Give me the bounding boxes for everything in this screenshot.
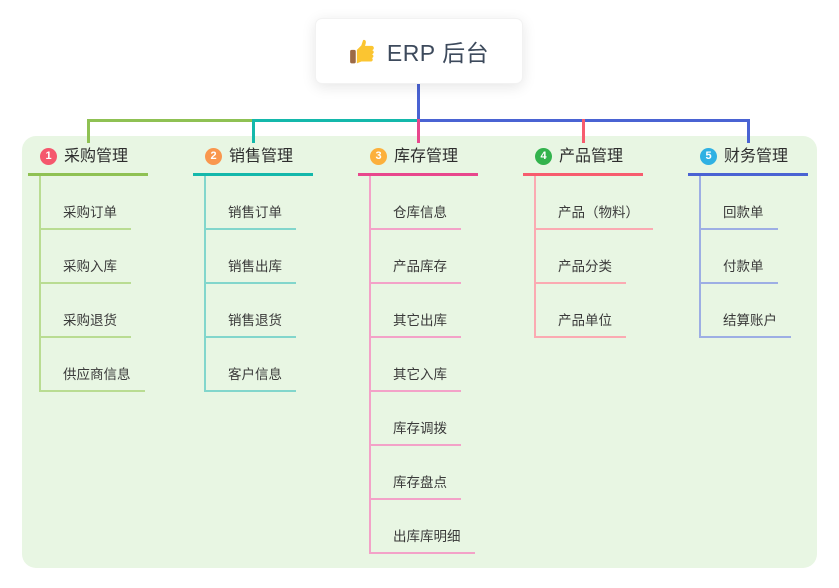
branch-header-5[interactable]: 5 财务管理 bbox=[688, 146, 808, 176]
child-node[interactable]: 销售订单 bbox=[206, 176, 296, 230]
child-node[interactable]: 产品库存 bbox=[371, 230, 461, 284]
branch-label: 销售管理 bbox=[229, 148, 294, 165]
branch-3: 3 库存管理仓库信息产品库存其它出库其它入库库存调拨库存盘点出库库明细 bbox=[358, 146, 478, 554]
root-node[interactable]: ERP 后台 bbox=[315, 18, 523, 84]
child-node[interactable]: 回款单 bbox=[701, 176, 778, 230]
child-node[interactable]: 产品分类 bbox=[536, 230, 626, 284]
branch-children-3: 仓库信息产品库存其它出库其它入库库存调拨库存盘点出库库明细 bbox=[369, 176, 478, 554]
child-node[interactable]: 采购订单 bbox=[41, 176, 131, 230]
branch-1: 1 采购管理采购订单采购入库采购退货供应商信息 bbox=[28, 146, 148, 392]
branch-drop-line-3 bbox=[417, 119, 420, 143]
branch-4: 4 产品管理产品（物料）产品分类产品单位 bbox=[523, 146, 653, 338]
branch-header-3[interactable]: 3 库存管理 bbox=[358, 146, 478, 176]
child-node[interactable]: 结算账户 bbox=[701, 284, 791, 338]
child-node[interactable]: 供应商信息 bbox=[41, 338, 145, 392]
branches-panel bbox=[22, 136, 817, 568]
child-node[interactable]: 付款单 bbox=[701, 230, 778, 284]
branch-number-badge: 5 bbox=[700, 148, 717, 165]
branch-number-badge: 4 bbox=[535, 148, 552, 165]
branch-children-5: 回款单付款单结算账户 bbox=[699, 176, 808, 338]
branch-number-badge: 2 bbox=[205, 148, 222, 165]
branch-2: 2 销售管理销售订单销售出库销售退货客户信息 bbox=[193, 146, 313, 392]
branch-label: 采购管理 bbox=[64, 148, 129, 165]
hub-segment-2 bbox=[253, 119, 418, 122]
hub-segment-1 bbox=[87, 119, 253, 122]
branch-5: 5 财务管理回款单付款单结算账户 bbox=[688, 146, 808, 338]
branch-label: 库存管理 bbox=[394, 148, 459, 165]
root-connector-line bbox=[417, 84, 420, 122]
branch-header-1[interactable]: 1 采购管理 bbox=[28, 146, 148, 176]
child-node[interactable]: 客户信息 bbox=[206, 338, 296, 392]
child-node[interactable]: 其它入库 bbox=[371, 338, 461, 392]
child-node[interactable]: 采购入库 bbox=[41, 230, 131, 284]
branch-label: 产品管理 bbox=[559, 148, 624, 165]
child-node[interactable]: 产品单位 bbox=[536, 284, 626, 338]
branch-children-2: 销售订单销售出库销售退货客户信息 bbox=[204, 176, 313, 392]
child-node[interactable]: 采购退货 bbox=[41, 284, 131, 338]
branch-number-badge: 3 bbox=[370, 148, 387, 165]
root-title: ERP 后台 bbox=[386, 40, 490, 66]
child-node[interactable]: 销售退货 bbox=[206, 284, 296, 338]
child-node[interactable]: 库存盘点 bbox=[371, 446, 461, 500]
child-node[interactable]: 销售出库 bbox=[206, 230, 296, 284]
branch-label: 财务管理 bbox=[724, 148, 789, 165]
branch-drop-line-1 bbox=[87, 119, 90, 143]
branch-children-1: 采购订单采购入库采购退货供应商信息 bbox=[39, 176, 148, 392]
branch-drop-line-5 bbox=[747, 119, 750, 143]
thumbs-up-icon bbox=[349, 38, 376, 65]
branch-header-4[interactable]: 4 产品管理 bbox=[523, 146, 643, 176]
child-node[interactable]: 库存调拨 bbox=[371, 392, 461, 446]
branch-header-2[interactable]: 2 销售管理 bbox=[193, 146, 313, 176]
child-node[interactable]: 出库库明细 bbox=[371, 500, 475, 554]
branch-number-badge: 1 bbox=[40, 148, 57, 165]
child-node[interactable]: 其它出库 bbox=[371, 284, 461, 338]
branch-children-4: 产品（物料）产品分类产品单位 bbox=[534, 176, 653, 338]
branch-drop-line-4 bbox=[582, 119, 585, 143]
branch-drop-line-2 bbox=[252, 119, 255, 143]
child-node[interactable]: 产品（物料） bbox=[536, 176, 653, 230]
child-node[interactable]: 仓库信息 bbox=[371, 176, 461, 230]
